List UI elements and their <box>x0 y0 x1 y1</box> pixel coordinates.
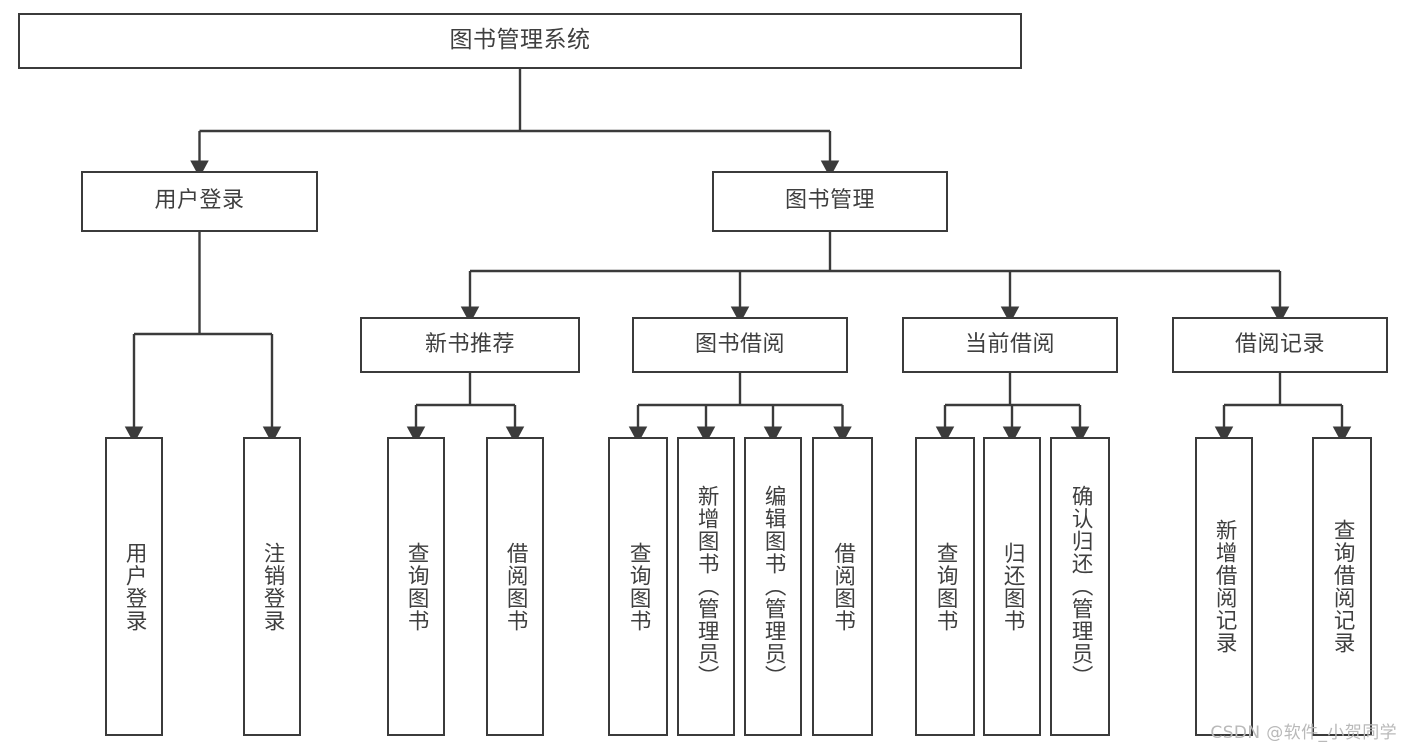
node-root[interactable]: 图书管理系统 <box>18 13 1022 69</box>
leaf-record-add-record[interactable]: 新增借阅记录 <box>1195 437 1253 736</box>
csdn-watermark: CSDN @软件_小贺同学 <box>1210 723 1397 743</box>
leaf-borrow-edit-book[interactable]: 编辑图书（管理员） <box>744 437 802 736</box>
leaf-current-query-book-label: 查询图书 <box>933 541 959 632</box>
node-current-borrow[interactable]: 当前借阅 <box>902 317 1118 373</box>
leaf-record-query-record-label: 查询借阅记录 <box>1330 519 1356 654</box>
leaf-current-confirm-return[interactable]: 确认归还（管理员） <box>1050 437 1110 736</box>
leaf-current-return-book[interactable]: 归还图书 <box>983 437 1041 736</box>
leaf-user-login-label: 用户登录 <box>122 541 148 632</box>
leaf-user-login[interactable]: 用户登录 <box>105 437 163 736</box>
leaf-record-query-record[interactable]: 查询借阅记录 <box>1312 437 1372 736</box>
leaf-borrow-edit-book-label: 编辑图书（管理员） <box>761 485 787 688</box>
leaf-current-confirm-return-label: 确认归还（管理员） <box>1068 485 1094 688</box>
node-current-borrow-label: 当前借阅 <box>964 331 1055 357</box>
node-borrow-record-label: 借阅记录 <box>1234 331 1325 357</box>
node-book-borrow[interactable]: 图书借阅 <box>632 317 848 373</box>
leaf-current-query-book[interactable]: 查询图书 <box>915 437 975 736</box>
node-book-manage-label: 图书管理 <box>784 188 875 214</box>
leaf-newbook-borrow-book[interactable]: 借阅图书 <box>486 437 544 736</box>
leaf-newbook-borrow-book-label: 借阅图书 <box>503 541 529 632</box>
leaf-user-logout[interactable]: 注销登录 <box>243 437 301 736</box>
node-new-book-recommend-label: 新书推荐 <box>424 331 515 357</box>
leaf-newbook-query-book-label: 查询图书 <box>404 541 430 632</box>
node-root-label: 图书管理系统 <box>449 27 591 54</box>
leaf-newbook-query-book[interactable]: 查询图书 <box>387 437 445 736</box>
leaf-borrow-add-book[interactable]: 新增图书（管理员） <box>677 437 735 736</box>
node-book-manage[interactable]: 图书管理 <box>712 171 948 232</box>
node-borrow-record[interactable]: 借阅记录 <box>1172 317 1388 373</box>
node-user-login[interactable]: 用户登录 <box>81 171 318 232</box>
leaf-borrow-add-book-label: 新增图书（管理员） <box>694 485 720 688</box>
leaf-borrow-borrow-book-label: 借阅图书 <box>830 541 856 632</box>
leaf-borrow-query-book-label: 查询图书 <box>626 541 652 632</box>
node-book-borrow-label: 图书借阅 <box>694 331 785 357</box>
leaf-current-return-book-label: 归还图书 <box>1000 541 1026 632</box>
leaf-record-add-record-label: 新增借阅记录 <box>1212 519 1238 654</box>
leaf-user-logout-label: 注销登录 <box>260 541 286 632</box>
node-user-login-label: 用户登录 <box>154 188 245 214</box>
leaf-borrow-query-book[interactable]: 查询图书 <box>608 437 668 736</box>
leaf-borrow-borrow-book[interactable]: 借阅图书 <box>812 437 873 736</box>
node-new-book-recommend[interactable]: 新书推荐 <box>360 317 580 373</box>
